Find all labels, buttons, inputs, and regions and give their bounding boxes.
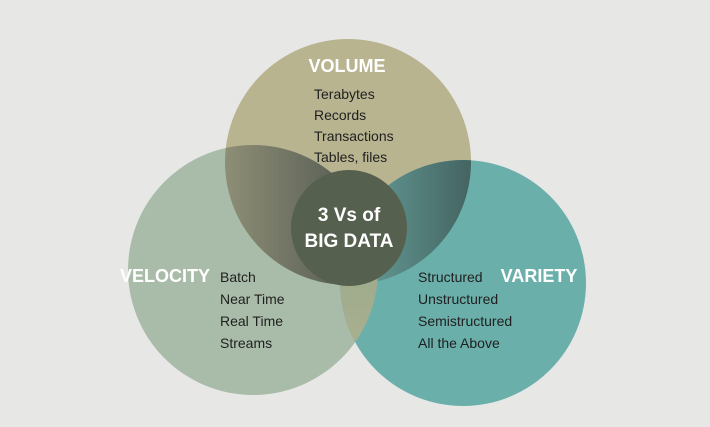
center-line1: 3 Vs of <box>318 205 381 226</box>
variety-item-0: Structured <box>418 269 483 285</box>
volume-item-1: Records <box>314 107 366 123</box>
velocity-item-2: Real Time <box>220 313 283 329</box>
center-circle <box>291 170 407 286</box>
variety-title: VARIETY <box>501 266 578 286</box>
velocity-item-0: Batch <box>220 269 256 285</box>
volume-item-3: Tables, files <box>314 149 387 165</box>
velocity-item-1: Near Time <box>220 291 285 307</box>
volume-title: VOLUME <box>308 56 385 76</box>
volume-item-0: Terabytes <box>314 86 375 102</box>
velocity-item-3: Streams <box>220 335 272 351</box>
variety-item-3: All the Above <box>418 335 500 351</box>
variety-item-2: Semistructured <box>418 313 512 329</box>
volume-item-2: Transactions <box>314 128 394 144</box>
center-line2: BIG DATA <box>304 231 393 252</box>
velocity-title: VELOCITY <box>120 266 210 286</box>
variety-item-1: Unstructured <box>418 291 498 307</box>
